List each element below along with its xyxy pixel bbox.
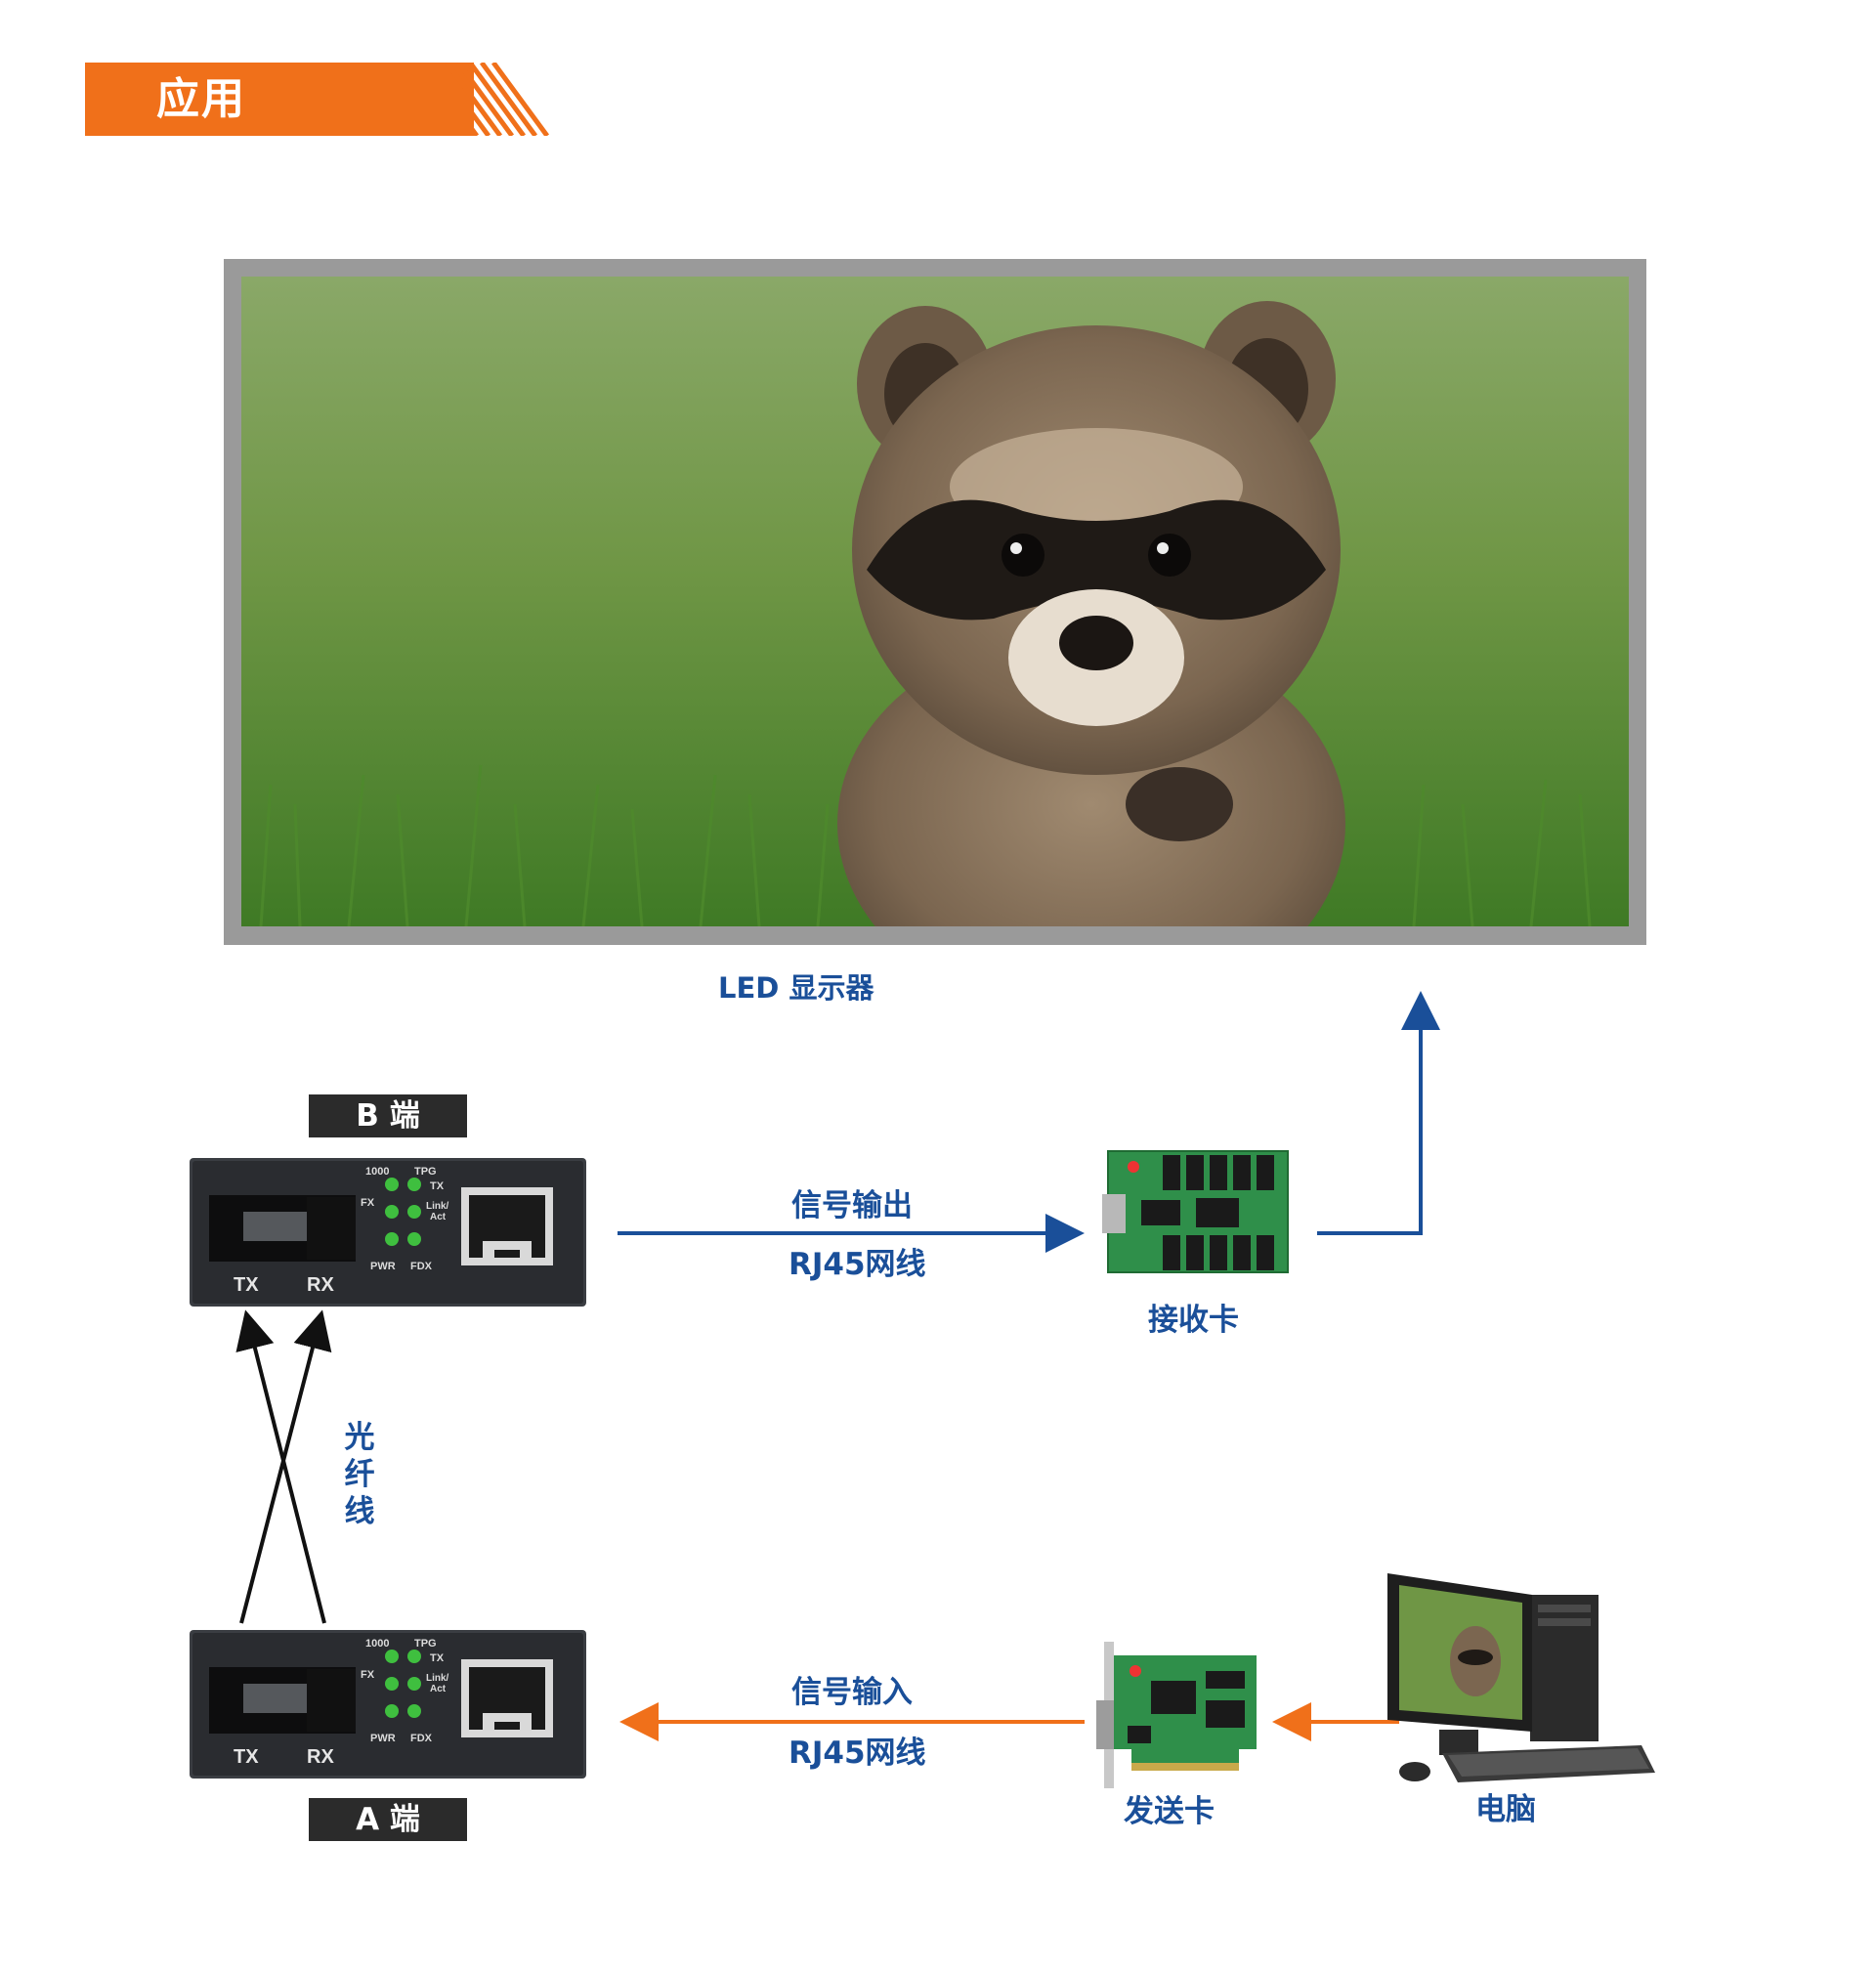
led-display-label: LED 显示器: [718, 971, 874, 1005]
receiver-to-display-arrow: [1317, 991, 1440, 1235]
output-cable-label: RJ45网线: [789, 1247, 926, 1282]
computer-image: [1387, 1573, 1655, 1782]
led-act-label: Act: [430, 1684, 447, 1694]
led-fx-label: FX: [361, 1669, 375, 1681]
fiber-cable-label: 光 纤 线: [344, 1420, 375, 1529]
led-1000-label: 1000: [365, 1166, 389, 1178]
led-tx-label: TX: [430, 1652, 445, 1664]
fiber-line-1: [235, 1309, 326, 1624]
led-fdx-label: FDX: [410, 1261, 433, 1272]
led-display-screen-image: [241, 277, 1629, 926]
led-link-label: Link/: [426, 1201, 449, 1212]
endpoint-a-tag: A 端: [309, 1798, 467, 1841]
sender-card-image: [1096, 1642, 1257, 1788]
media-converter-b: TX RX 1000 TPG TX FX Link/ Act PWR FDX: [190, 1158, 586, 1307]
port-rx-label: RX: [307, 1746, 334, 1768]
port-rx-label: RX: [307, 1274, 334, 1296]
led-act-label: Act: [430, 1212, 447, 1222]
computer-label: 电脑: [1475, 1792, 1536, 1827]
sender-card-label: 发送卡: [1124, 1794, 1215, 1829]
led-fx-label: FX: [361, 1197, 375, 1209]
section-banner: [85, 63, 550, 136]
output-label: 信号输出: [791, 1188, 913, 1223]
led-tpg-label: TPG: [414, 1638, 437, 1650]
receiver-card-label: 接收卡: [1148, 1303, 1239, 1338]
led-1000-label: 1000: [365, 1638, 389, 1650]
fiber-line-2: [239, 1309, 332, 1624]
led-pwr-label: PWR: [370, 1733, 396, 1744]
section-title: 应用: [156, 74, 246, 124]
led-pwr-label: PWR: [370, 1261, 396, 1272]
endpoint-b-tag: B 端: [309, 1094, 467, 1137]
input-cable-label: RJ45网线: [789, 1736, 926, 1771]
receiver-card-image: [1102, 1150, 1289, 1273]
media-converter-a: TX RX 1000 TPG TX FX Link/ Act PWR FDX: [190, 1630, 586, 1779]
led-tx-label: TX: [430, 1180, 445, 1192]
led-tpg-label: TPG: [414, 1166, 437, 1178]
input-label: 信号输入: [791, 1675, 913, 1710]
port-tx-label: TX: [234, 1746, 259, 1768]
port-tx-label: TX: [234, 1274, 259, 1296]
led-fdx-label: FDX: [410, 1733, 433, 1744]
led-link-label: Link/: [426, 1673, 449, 1684]
